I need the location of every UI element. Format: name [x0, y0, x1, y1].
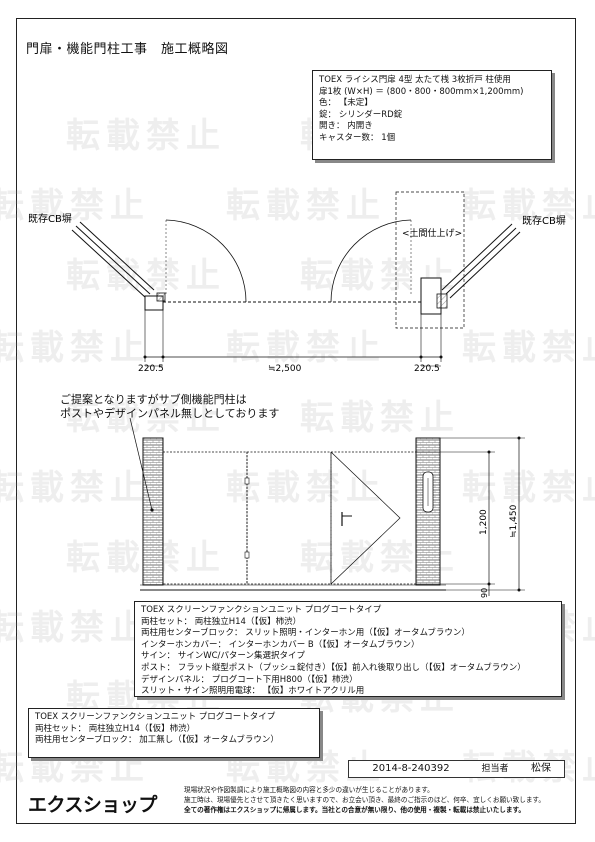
- elevation-dimension: [416, 436, 525, 596]
- remark-leader: [129, 417, 153, 511]
- spec-line: 両柱用センターブロック： 加工無し（【仮】オータムブラウン）: [35, 735, 279, 746]
- sub-unit-spec-box: TOEX スクリーンファンクションユニット プログコートタイプ 両柱セット： 両…: [28, 708, 320, 758]
- spec-line: サイン： サインWC/パターン集選択タイプ: [141, 651, 305, 662]
- soil-finish-text: 土間仕上げ: [410, 227, 455, 239]
- right-wall-label: 既存CB塀: [522, 214, 566, 227]
- soil-finish-area: [395, 191, 465, 329]
- elevation-view: [129, 417, 525, 596]
- dim-height-1200: 1,200: [479, 509, 489, 535]
- gate-open-indicator: [330, 451, 401, 585]
- gate-panel-2: [246, 451, 332, 585]
- spec-line: 両柱用センターブロック： スリット照明・インターホン用（【仮】オータムブラウン）: [141, 628, 470, 639]
- remark-note: ご提案となりますがサブ側機能門柱は ポストやデザインパネル無しとしております: [60, 393, 279, 421]
- gate-panel-1: [162, 451, 248, 585]
- spec-line: 錠： シリンダーRD錠: [319, 109, 403, 120]
- gate-spec-box: TOEX ライシス門扉 4型 太たて桟 3枚折戸 柱使用 扉1枚 (W×H) ＝…: [312, 70, 552, 160]
- remark-line: ご提案となりますがサブ側機能門柱は: [60, 393, 247, 406]
- footer-notice: 現場状況や作図製調により施工概略図の内容と多少の違いが生じることがあります。 施…: [184, 785, 564, 815]
- right-cb-wall: [441, 223, 521, 299]
- person-in-charge-label: 担当者: [472, 760, 519, 778]
- left-cb-wall: [71, 221, 155, 299]
- spec-line: TOEX スクリーンファンクションユニット プログコートタイプ: [35, 712, 276, 722]
- notice-line: 現場状況や作図製調により施工概略図の内容と多少の違いが生じることがあります。: [184, 786, 434, 794]
- dim-right-label: 220.5: [414, 364, 440, 374]
- drawing-labels: 既存CB塀 既存CB塀 <土間仕上げ> 220.5 ≒2,500 220.5 1…: [28, 212, 566, 598]
- spec-line: 扉1枚 (W×H) ＝ (800・800・800mm×1,200mm): [319, 86, 524, 97]
- soil-finish-label: <土間仕上げ>: [402, 227, 462, 239]
- company-logo: エクスショップ: [28, 794, 157, 816]
- drawing-number: 2014-8-240392: [348, 760, 474, 778]
- spec-line: TOEX ライシス門扉 4型 太たて桟 3枚折戸 柱使用: [319, 75, 511, 85]
- notice-line: 施工時は、現場優先とさせて頂きたく思いますので、お立会い頂き、最終のご指示のほど…: [184, 796, 545, 804]
- plan-dimension: [143, 300, 443, 367]
- notice-line: 全ての著作権はエクスショップに帰属します。当社との合意が無い限り、他の使用・複製…: [184, 806, 526, 814]
- unit-spec-box: TOEX スクリーンファンクションユニット プログコートタイプ 両柱セット： 両…: [134, 601, 562, 697]
- gate-swing-right: [330, 219, 412, 303]
- gate-panel-3: [330, 451, 417, 585]
- dim-left-label: 220.5: [138, 364, 164, 374]
- spec-line: 両柱セット： 両柱独立H14（【仮】柿渋）: [35, 723, 196, 734]
- spec-line: TOEX スクリーンファンクションユニット プログコートタイプ: [141, 605, 382, 615]
- drawing-title: 門扉・機能門柱工事 施工概略図: [26, 42, 229, 57]
- sheet-border: [16, 18, 576, 824]
- dim-center-label: ≒2,500: [268, 364, 302, 374]
- spec-line: 両柱セット： 両柱独立H14（【仮】柿渋）: [141, 616, 302, 627]
- remark-line: ポストやデザインパネル無しとしております: [60, 407, 280, 420]
- left-wall-label: 既存CB塀: [28, 212, 72, 225]
- spec-line: 色： 【未定】: [319, 98, 373, 109]
- spec-line: キャスター数： 1個: [319, 132, 396, 143]
- gate-swing-left: [165, 219, 247, 303]
- plan-view: [71, 191, 521, 367]
- left-post-elevation: [142, 437, 164, 586]
- dim-height-1450: ≒1,450: [509, 504, 519, 538]
- spec-line: ポスト： フラット縦型ポスト（プッシュ錠付き）【仮】前入れ後取り出し（【仮】オー…: [141, 662, 526, 673]
- person-in-charge-name: 松保: [518, 760, 565, 778]
- dim-gap-90: 90: [480, 588, 489, 598]
- spec-line: インターホンカバー： インターホンカバー B（【仮】オータムブラウン）: [141, 639, 420, 650]
- spec-line: デザインパネル： プログコート下用H800（【仮】柿渋）: [141, 674, 358, 685]
- spec-line: 開き： 内開き: [319, 121, 373, 132]
- spec-line: スリット・サイン照明用電球： 【仮】ホワイトアクリル用: [141, 686, 365, 697]
